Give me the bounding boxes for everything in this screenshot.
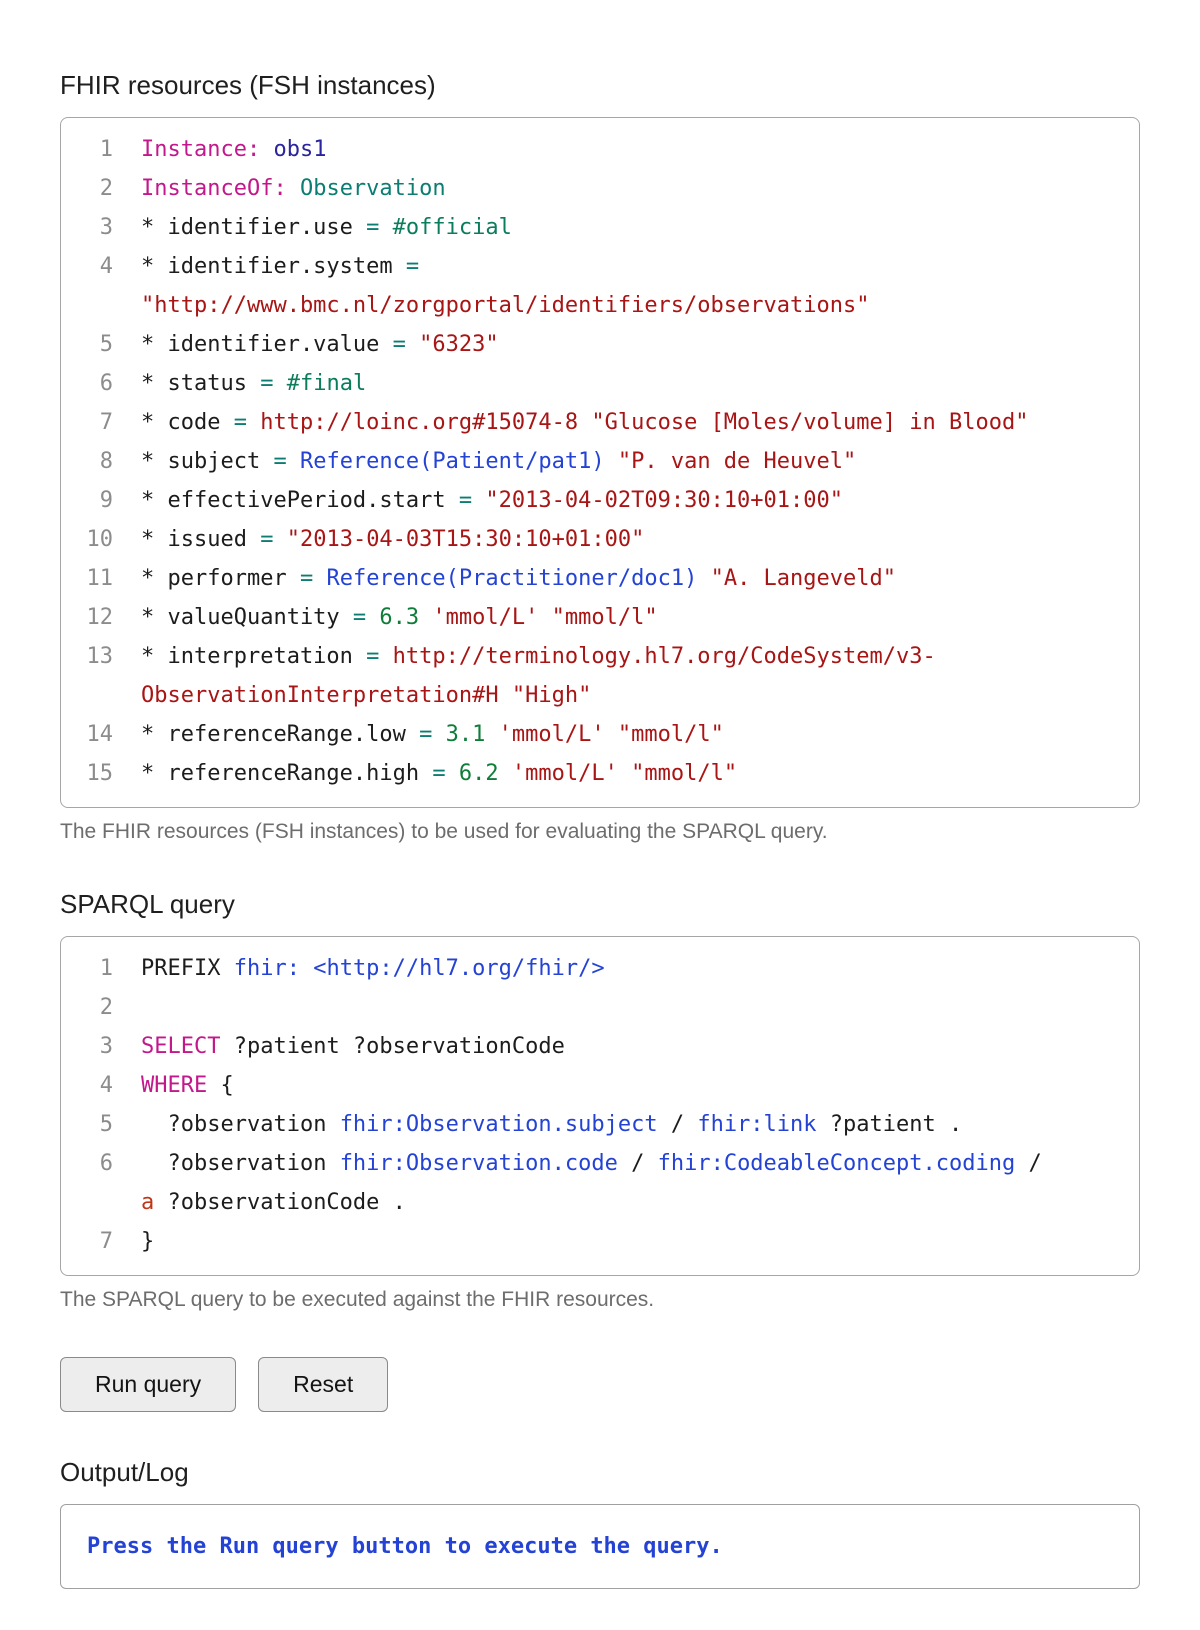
code-line-content: * referenceRange.high = 6.2 'mmol/L' "mm…: [141, 761, 738, 786]
output-log: Press the Run query button to execute th…: [60, 1504, 1140, 1589]
line-number: 7: [99, 410, 113, 435]
line-number: 9: [99, 488, 113, 513]
code-line-content: Instance: obs1: [141, 137, 327, 162]
line-number: 6: [99, 1151, 113, 1176]
code-line-content: * issued = "2013-04-03T15:30:10+01:00": [141, 527, 645, 552]
line-number: 1: [99, 137, 113, 162]
line-number: 3: [99, 1034, 113, 1059]
code-line: 5 ?observation fhir:Observation.subject …: [62, 1105, 1121, 1144]
code-line-content: * interpretation = http://terminology.hl…: [141, 644, 936, 708]
code-line: 12 * valueQuantity = 6.3 'mmol/L' "mmol/l…: [62, 598, 1121, 637]
line-number: 10: [86, 527, 114, 552]
code-line-content: * effectivePeriod.start = "2013-04-02T09…: [141, 488, 844, 513]
line-number: 5: [99, 1112, 113, 1137]
code-line: 11 * performer = Reference(Practitioner/d…: [62, 559, 1121, 598]
output-section-title: Output/Log: [60, 1457, 189, 1487]
fsh-caption: The FHIR resources (FSH instances) to be…: [60, 820, 828, 843]
line-number: 11: [86, 566, 114, 591]
code-line: 1 Instance: obs1: [62, 130, 1121, 169]
line-number: 5: [99, 332, 113, 357]
code-line: 5 * identifier.value = "6323": [62, 325, 1121, 364]
code-line: 2 InstanceOf: Observation: [62, 169, 1121, 208]
line-number: 3: [99, 215, 113, 240]
buttons-row: Run query Reset: [60, 1357, 1140, 1412]
code-line: 13 * interpretation = http://terminology.…: [62, 637, 1121, 715]
line-number: 2: [99, 995, 113, 1020]
line-number: 4: [99, 254, 113, 279]
run-query-button[interactable]: Run query: [60, 1357, 237, 1412]
line-number: 14: [86, 722, 114, 747]
code-line: 14 * referenceRange.low = 3.1 'mmol/L' "m…: [62, 715, 1121, 754]
code-line-content: }: [141, 1229, 155, 1254]
code-line: 15 * referenceRange.high = 6.2 'mmol/L' "…: [62, 754, 1121, 793]
code-line: 8 * subject = Reference(Patient/pat1) "P.…: [62, 442, 1121, 481]
code-line-content: * valueQuantity = 6.3 'mmol/L' "mmol/l": [141, 605, 658, 630]
code-line: 1 PREFIX fhir: <http://hl7.org/fhir/>: [62, 949, 1121, 988]
code-line-content: ?observation fhir:Observation.code / fhi…: [141, 1151, 1042, 1215]
code-line-content: [141, 988, 1121, 1027]
fsh-code-editor[interactable]: 1 Instance: obs1 2 InstanceOf: Observation 3…: [60, 117, 1140, 808]
code-line: 10 * issued = "2013-04-03T15:30:10+01:00": [62, 520, 1121, 559]
line-number: 8: [99, 449, 113, 474]
line-number: 6: [99, 371, 113, 396]
line-number: 2: [99, 176, 113, 201]
code-line: 4 WHERE {: [62, 1066, 1121, 1105]
code-line: 3 SELECT ?patient ?observationCode: [62, 1027, 1121, 1066]
sparql-section-title: SPARQL query: [60, 889, 235, 919]
code-line-content: ?observation fhir:Observation.subject / …: [141, 1112, 963, 1137]
code-line: 7 * code = http://loinc.org#15074-8 "Gluc…: [62, 403, 1121, 442]
code-line-content: * status = #final: [141, 371, 367, 396]
sparql-code-editor[interactable]: 1 PREFIX fhir: <http://hl7.org/fhir/> 2 3 S…: [60, 936, 1140, 1276]
code-line-content: * subject = Reference(Patient/pat1) "P. …: [141, 449, 857, 474]
code-line-content: PREFIX fhir: <http://hl7.org/fhir/>: [141, 956, 605, 981]
output-message: Press the Run query button to execute th…: [87, 1534, 723, 1559]
code-line-content: * referenceRange.low = 3.1 'mmol/L' "mmo…: [141, 722, 724, 747]
code-line-content: * performer = Reference(Practitioner/doc…: [141, 566, 897, 591]
code-line: 6 * status = #final: [62, 364, 1121, 403]
sparql-caption: The SPARQL query to be executed against …: [60, 1288, 655, 1311]
code-line-content: WHERE {: [141, 1073, 234, 1098]
code-line: 4 * identifier.system = "http://www.bmc.n…: [62, 247, 1121, 325]
line-number: 4: [99, 1073, 113, 1098]
code-line-content: * identifier.value = "6323": [141, 332, 499, 357]
code-line: 7}: [62, 1222, 1121, 1261]
fsh-section-title: FHIR resources (FSH instances): [60, 70, 436, 100]
code-line: 9 * effectivePeriod.start = "2013-04-02T0…: [62, 481, 1121, 520]
code-line-content: InstanceOf: Observation: [141, 176, 446, 201]
line-number: 7: [99, 1229, 113, 1254]
line-number: 13: [86, 644, 114, 669]
code-line: 3 * identifier.use = #official: [62, 208, 1121, 247]
code-line-content: * identifier.system = "http://www.bmc.nl…: [141, 254, 870, 318]
line-number: 12: [86, 605, 114, 630]
code-line-content: * identifier.use = #official: [141, 215, 512, 240]
line-number: 15: [86, 761, 114, 786]
code-line-content: * code = http://loinc.org#15074-8 "Gluco…: [141, 410, 1029, 435]
reset-button[interactable]: Reset: [258, 1357, 389, 1412]
code-line: 6 ?observation fhir:Observation.code / f…: [62, 1144, 1121, 1222]
code-line-content: SELECT ?patient ?observationCode: [141, 1034, 565, 1059]
line-number: 1: [99, 956, 113, 981]
code-line: 2: [62, 988, 1121, 1027]
